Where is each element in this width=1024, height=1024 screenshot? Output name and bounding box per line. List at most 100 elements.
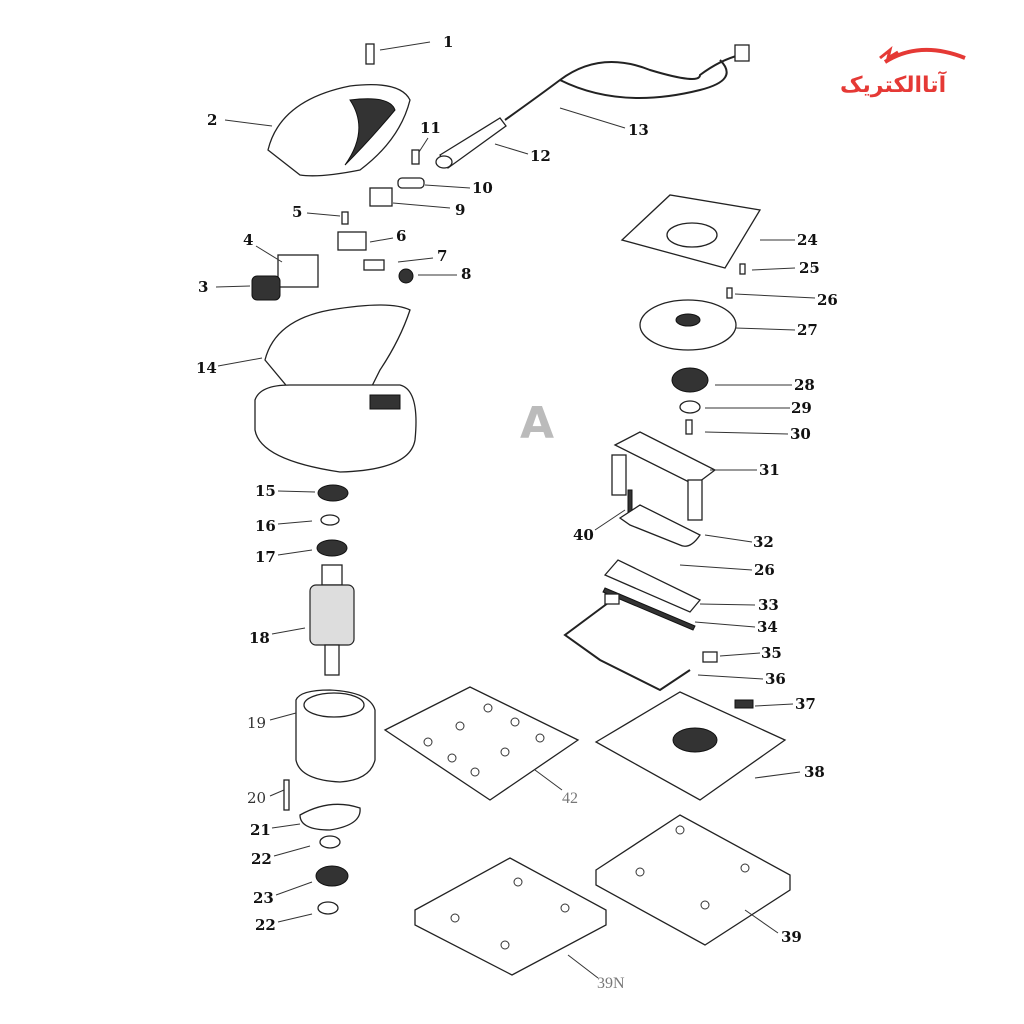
part-armature-18	[309, 564, 355, 676]
part-washer-22a	[319, 835, 341, 849]
mounting-hole	[510, 717, 520, 727]
mounting-hole	[455, 721, 465, 731]
part-bar-33-34	[602, 587, 696, 631]
part-screw-11	[411, 149, 420, 165]
leader-line-10	[424, 184, 471, 189]
mounting-hole	[675, 825, 685, 835]
label-27: 27	[797, 321, 818, 339]
label-22b: 22	[255, 916, 276, 934]
label-39: 39	[781, 928, 802, 946]
leader-line-39N	[567, 954, 599, 979]
brand-logo: آتاالکتریک	[840, 46, 966, 98]
part-screw-26a	[726, 287, 733, 299]
part-8	[398, 268, 414, 284]
leader-line-16	[277, 520, 313, 525]
mounting-hole	[560, 903, 570, 913]
part-bearing-17	[316, 539, 348, 557]
leader-line-18	[271, 627, 306, 635]
label-23: 23	[253, 889, 274, 907]
part-labels: 1234567891011121314151617181920212223222…	[196, 33, 838, 992]
leader-line-11	[418, 137, 429, 153]
label-31: 31	[759, 461, 780, 479]
leader-line-13	[559, 107, 626, 129]
label-14: 14	[196, 359, 217, 377]
leader-line-38	[754, 771, 801, 779]
label-40: 40	[573, 526, 594, 544]
leader-line-30	[704, 431, 789, 435]
label-22a: 22	[251, 850, 272, 868]
label-26b: 26	[754, 561, 775, 579]
part-switch-4	[277, 254, 319, 288]
part-6	[337, 231, 367, 251]
label-19: 19	[247, 714, 266, 732]
leader-line-20	[269, 789, 285, 797]
part-bearing-15	[317, 484, 349, 502]
part-clamp-26b	[603, 559, 702, 613]
leader-line-32	[704, 534, 753, 543]
part-plate-32	[618, 504, 701, 547]
label-34: 34	[757, 618, 778, 636]
part-37	[734, 699, 754, 709]
label-8: 8	[461, 265, 471, 283]
label-24: 24	[797, 231, 818, 249]
leader-line-34	[694, 621, 756, 628]
leader-line-26a	[734, 293, 816, 299]
part-sandpaper-42	[383, 686, 580, 801]
leader-line-9	[392, 202, 451, 209]
label-29: 29	[791, 399, 812, 417]
part-plate-21	[299, 803, 361, 831]
label-4: 4	[243, 231, 253, 249]
leader-line-4	[255, 245, 283, 263]
label-5: 5	[292, 203, 302, 221]
label-36: 36	[765, 670, 786, 688]
leader-line-1	[379, 41, 431, 51]
mounting-hole	[635, 867, 645, 877]
leader-line-17	[277, 549, 313, 556]
leader-line-5	[306, 212, 341, 217]
leader-line-25	[751, 267, 796, 271]
logo-text: آتاالکتریک	[840, 70, 947, 98]
label-28: 28	[794, 376, 815, 394]
mounting-hole	[513, 877, 523, 887]
part-tube-12	[435, 117, 507, 169]
part-cap-35	[702, 651, 718, 663]
part-bracket-31	[611, 431, 717, 521]
leader-line-40	[594, 509, 626, 531]
label-2: 2	[207, 111, 217, 129]
part-wire-36	[563, 593, 691, 692]
label-42: 42	[562, 790, 578, 807]
part-screw-5	[341, 211, 349, 225]
leader-line-26b	[679, 564, 753, 571]
part-spring-40	[627, 489, 633, 513]
leader-line-7	[397, 257, 434, 263]
part-sandpaper-39	[595, 814, 791, 946]
part-top-cover-2	[267, 83, 411, 177]
leader-line-35	[719, 652, 761, 657]
leader-line-6	[369, 237, 394, 243]
leader-line-22b	[277, 913, 313, 923]
mounting-hole	[740, 863, 750, 873]
leader-line-23	[275, 881, 313, 896]
mounting-hole	[700, 900, 710, 910]
leader-line-42	[534, 769, 563, 791]
label-30: 30	[790, 425, 811, 443]
part-screw-30	[685, 419, 693, 435]
mounting-hole	[500, 940, 510, 950]
label-21: 21	[250, 821, 271, 839]
label-20: 20	[247, 789, 266, 807]
mounting-hole	[483, 703, 493, 713]
leader-line-36	[697, 674, 764, 680]
leader-lines	[215, 41, 816, 979]
part-fan-27	[639, 299, 737, 351]
leader-line-22a	[273, 845, 311, 857]
label-13: 13	[628, 121, 649, 139]
leader-line-21	[271, 823, 301, 829]
mounting-hole	[470, 767, 480, 777]
watermark-logo: A	[520, 398, 554, 449]
part-10	[397, 177, 425, 189]
label-1: 1	[443, 33, 453, 51]
part-screw-25	[739, 263, 746, 275]
leader-line-14	[217, 357, 263, 367]
label-35: 35	[761, 644, 782, 662]
